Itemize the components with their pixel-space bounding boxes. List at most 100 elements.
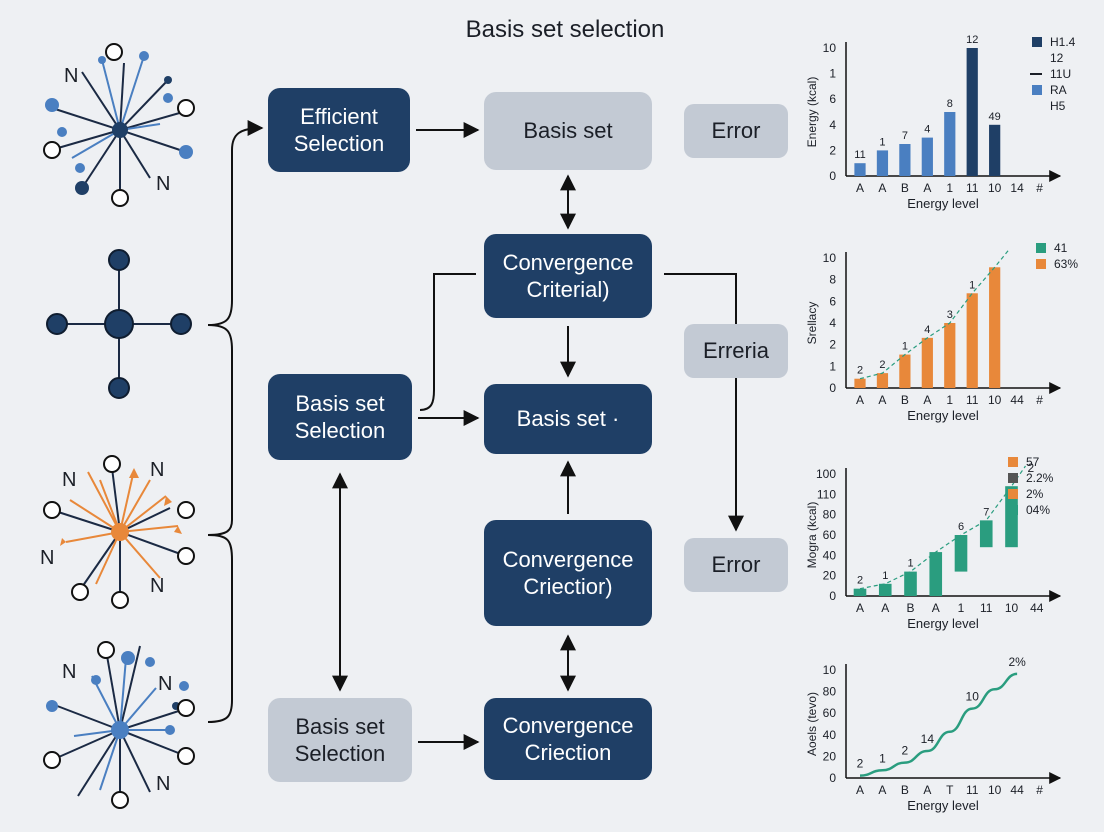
basis-set-box-top[interactable]: Basis set xyxy=(484,92,652,170)
y-tick-label: 60 xyxy=(823,528,837,542)
data-label: 4 xyxy=(924,124,930,136)
data-label: 1 xyxy=(882,570,888,582)
x-tick-label: 44 xyxy=(1010,783,1024,797)
bar xyxy=(1005,486,1018,548)
legend-label: 12 xyxy=(1050,51,1064,65)
y-tick-label: 0 xyxy=(829,169,836,183)
x-tick-label: # xyxy=(1036,181,1043,195)
bar xyxy=(876,373,889,388)
data-label: 2 xyxy=(857,365,863,377)
bar xyxy=(878,583,892,596)
legend-label: H5 xyxy=(1050,99,1066,113)
bar xyxy=(854,163,866,176)
basis-set-selection-box-bottom[interactable]: Basis set Selection xyxy=(268,698,412,782)
legend-swatch xyxy=(1032,85,1042,95)
x-tick-label: A xyxy=(878,783,886,797)
y-axis-label: Energy (kcal) xyxy=(805,77,819,148)
x-axis-label: Energy level xyxy=(907,196,979,211)
x-tick-label: 11 xyxy=(980,601,993,615)
x-tick-label: T xyxy=(946,783,954,797)
trend-line xyxy=(859,249,1010,380)
atom-label: N xyxy=(150,459,164,481)
y-tick-label: 10 xyxy=(823,41,837,55)
data-label: 2 xyxy=(879,359,885,371)
data-label: 1 xyxy=(907,558,913,570)
legend-label: 2% xyxy=(1026,487,1044,501)
y-tick-label: 110 xyxy=(817,487,836,501)
bar xyxy=(989,124,1001,176)
legend-label: RA xyxy=(1050,83,1067,97)
data-label: 2 xyxy=(902,744,909,758)
bar xyxy=(966,48,978,176)
data-label: 12 xyxy=(966,34,978,46)
legend-swatch xyxy=(1036,243,1046,253)
convergence-criteria-box[interactable]: Convergence Criterial) xyxy=(484,234,652,318)
bar xyxy=(899,144,911,176)
molecule-blue-star-1 xyxy=(43,43,195,207)
data-label: 1 xyxy=(879,136,885,148)
convergence-criection-box-bottom[interactable]: Convergence Criection xyxy=(484,698,652,780)
error-box-top[interactable]: Error xyxy=(684,104,788,158)
left-brackets xyxy=(207,120,744,750)
x-tick-label: # xyxy=(1036,783,1043,797)
legend-label: 41 xyxy=(1054,241,1068,255)
y-tick-label: 4 xyxy=(829,118,836,132)
legend-swatch xyxy=(1008,489,1018,499)
erreria-box[interactable]: Erreria xyxy=(684,324,788,378)
x-tick-label: 11 xyxy=(966,783,979,797)
data-label: 11 xyxy=(854,149,865,161)
atom-label: N xyxy=(150,575,164,597)
error-box-bottom[interactable]: Error xyxy=(684,538,788,592)
basis-set-selection-box-mid[interactable]: Basis set Selection xyxy=(268,374,412,460)
y-tick-label: 0 xyxy=(829,771,836,785)
y-tick-label: 10 xyxy=(823,663,837,677)
x-tick-label: A xyxy=(856,783,864,797)
x-tick-label: 11 xyxy=(966,393,979,407)
x-tick-label: A xyxy=(856,181,864,195)
y-tick-label: 2 xyxy=(829,143,836,157)
y-tick-label: 40 xyxy=(823,728,837,742)
bar xyxy=(853,588,867,596)
bar xyxy=(929,552,943,596)
atom-label: N xyxy=(64,65,78,87)
bar xyxy=(854,378,866,388)
y-axis-label: Aoels (tevo) xyxy=(805,692,819,756)
y-tick-label: 80 xyxy=(823,508,837,522)
convergence-criection-box[interactable]: Convergence Criectior) xyxy=(484,520,652,626)
legend-swatch xyxy=(1036,259,1046,269)
y-tick-label: 4 xyxy=(829,316,836,330)
x-tick-label: B xyxy=(901,181,909,195)
atom-label: N xyxy=(62,661,76,683)
x-tick-label: B xyxy=(901,393,909,407)
molecule-orange-star xyxy=(43,455,195,609)
x-tick-label: 10 xyxy=(988,393,1002,407)
basis-set-box-mid[interactable]: Basis set · xyxy=(484,384,652,454)
series-line xyxy=(859,672,1018,777)
x-tick-label: A xyxy=(923,393,931,407)
legend-label: 63% xyxy=(1054,257,1078,271)
data-label: 1 xyxy=(902,341,908,353)
x-tick-label: A xyxy=(923,783,931,797)
x-tick-label: A xyxy=(856,393,864,407)
x-tick-label: A xyxy=(923,181,931,195)
x-tick-label: 44 xyxy=(1010,393,1024,407)
x-tick-label: 10 xyxy=(988,181,1002,195)
efficient-selection-box[interactable]: Efficient Selection xyxy=(268,88,410,172)
data-label: 3 xyxy=(947,309,953,321)
x-tick-label: 11 xyxy=(966,181,979,195)
data-label: 2 xyxy=(1028,461,1035,475)
y-tick-label: 20 xyxy=(823,749,837,763)
bar xyxy=(904,571,917,596)
data-label: 7 xyxy=(902,130,908,142)
y-tick-label: 0 xyxy=(829,589,836,603)
x-tick-label: 10 xyxy=(988,783,1002,797)
data-label: 8 xyxy=(947,98,953,110)
x-axis-label: Energy level xyxy=(907,616,979,631)
data-label: 2 xyxy=(857,575,863,587)
legend-swatch xyxy=(1008,505,1018,515)
data-label: 4 xyxy=(924,324,930,336)
legend-label: 2.2% xyxy=(1026,471,1054,485)
